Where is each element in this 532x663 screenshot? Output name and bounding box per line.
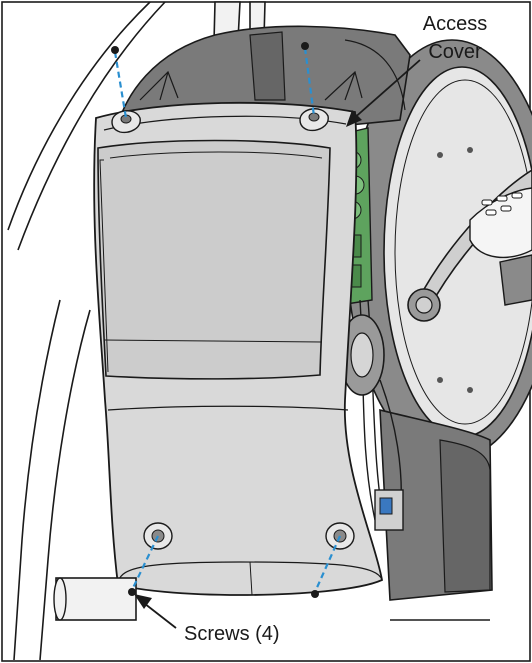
pedal-crank (407, 169, 532, 322)
screws-label: Screws (4) (184, 623, 280, 645)
access-cover-label-line2: Cover (428, 41, 482, 63)
screw-icon-top-right (301, 42, 309, 50)
screw-boss-top-right (299, 108, 329, 132)
left-frame-rails (7, 1, 166, 661)
lower-shroud (379, 408, 493, 601)
lower-bracket (374, 489, 404, 531)
screws-arrow (134, 594, 177, 629)
access-cover-arrow (346, 59, 421, 127)
display-recess (97, 139, 331, 380)
alignment-tabs (139, 70, 363, 101)
base-crossbar (53, 577, 490, 621)
screw-boss-top-left (111, 110, 141, 134)
screw-icon-bottom-right (311, 590, 319, 598)
screw-icon-top-left (111, 46, 119, 54)
access-cover-label-line1: Access (423, 13, 487, 35)
drive-pulley (339, 314, 385, 396)
screw-guide-lines (113, 47, 342, 593)
